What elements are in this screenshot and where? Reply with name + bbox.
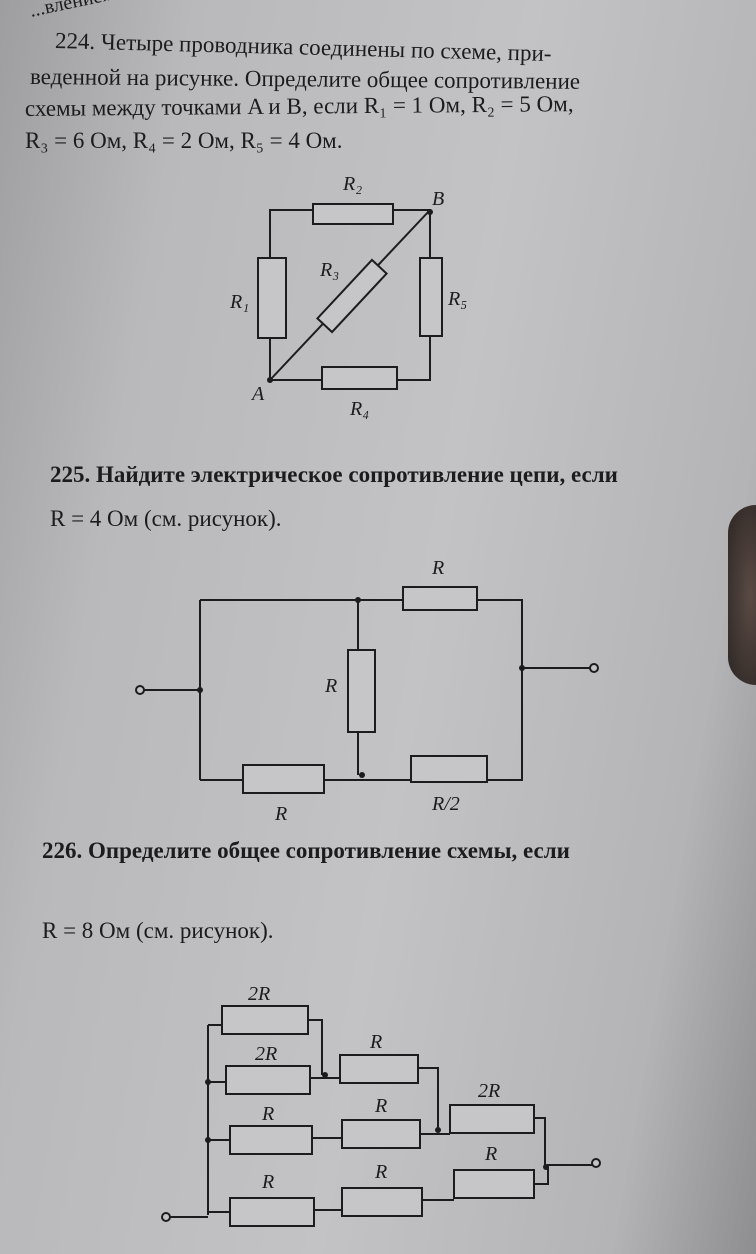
resistor-r1: [257, 257, 287, 339]
resistor-bottom-right: [410, 755, 488, 783]
label-r5: R₅: [447, 288, 467, 310]
label-r-6: R: [484, 1143, 497, 1165]
circuit-225: R R R R/2: [135, 557, 599, 825]
finger-edge: [728, 505, 756, 685]
resistor-r3: [315, 258, 389, 334]
label-r-3: R: [374, 1095, 387, 1117]
resistor-r2: [312, 203, 394, 225]
label-bottom-right: R/2: [431, 793, 460, 815]
label-r-5: R: [374, 1161, 387, 1183]
circuit-224: R₂ R₁ R₃ R₅ R₄ A B: [229, 173, 467, 420]
problem-225-line-1: 225. Найдите электрическое сопротивление…: [50, 462, 618, 487]
label-bottom-left: R: [274, 803, 287, 825]
label-r-4: R: [261, 1171, 274, 1193]
label-middle: R: [324, 675, 337, 697]
resistor-r5: [419, 257, 443, 337]
label-r-2: R: [261, 1103, 274, 1125]
point-a-label: A: [250, 383, 265, 405]
label-r4: R₄: [349, 398, 369, 420]
resistor-r4: [321, 366, 398, 390]
point-b-label: B: [432, 188, 444, 210]
resistor-middle: [347, 649, 376, 733]
label-2r-2: 2R: [255, 1043, 277, 1065]
circuit-226: 2R 2R R R R 2R R R R: [161, 983, 601, 1227]
label-top: R: [431, 557, 444, 579]
label-r3: R₃: [319, 259, 339, 281]
resistor-top: [402, 586, 478, 611]
problem-226-line-2: R = 8 Ом (см. рисунок).: [42, 918, 274, 943]
problem-224-line-4: R₃ = 6 Ом, R₄ = 2 Ом, R₅ = 4 Ом.: [25, 128, 343, 153]
label-r-1: R: [369, 1031, 382, 1053]
problem-226-line-1: 226. Определите общее сопротивление схем…: [42, 838, 570, 863]
label-r2: R₂: [342, 173, 362, 195]
label-r1: R₁: [229, 291, 249, 313]
resistor-bottom-left: [242, 764, 325, 794]
label-2r-1: 2R: [248, 983, 270, 1005]
problem-225-line-2: R = 4 Ом (см. рисунок).: [50, 506, 282, 531]
label-2r-3: 2R: [478, 1080, 500, 1102]
